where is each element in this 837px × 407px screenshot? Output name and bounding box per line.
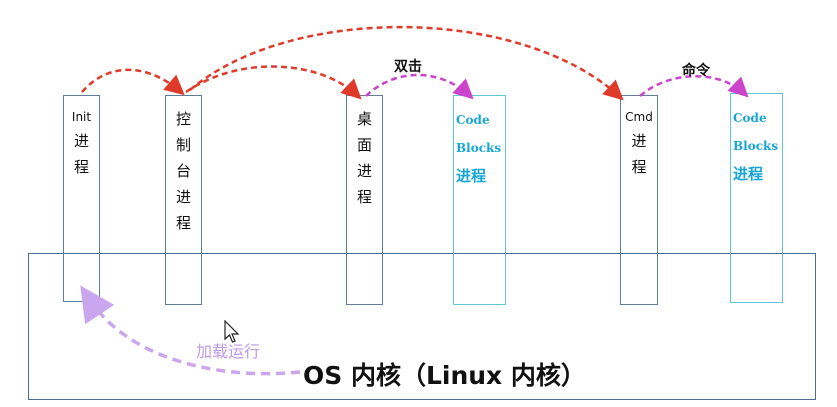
codeblocks2-process: 进程 xyxy=(733,165,764,183)
console-process-box: 控 制 台 进 程 xyxy=(165,95,202,305)
codeblocks-process-box-2: Code Blocks 进程 xyxy=(730,93,783,303)
init-jin: 进 xyxy=(73,132,89,150)
init-cheng: 程 xyxy=(73,158,89,176)
os-kernel-box xyxy=(28,253,816,400)
init-label: Init xyxy=(71,110,92,124)
init-process-box: Init 进 程 xyxy=(63,95,100,302)
codeblocks2-code: Code xyxy=(733,111,767,125)
console-zhi: 制 xyxy=(175,136,191,154)
double-click-label: 双击 xyxy=(394,59,422,75)
console-tai: 台 xyxy=(175,162,191,180)
desktop-zhuo: 桌 xyxy=(356,110,372,128)
codeblocks-process-box-1: Code Blocks 进程 xyxy=(453,95,506,305)
cmd-cheng: 程 xyxy=(631,158,647,176)
cmd-label: Cmd xyxy=(625,110,653,124)
mouse-cursor-icon xyxy=(224,320,240,343)
desktop-cheng: 程 xyxy=(356,188,372,206)
command-label: 命令 xyxy=(682,63,710,79)
desktop-process-box: 桌 面 进 程 xyxy=(346,95,383,305)
codeblocks1-blocks: Blocks xyxy=(456,141,502,155)
arrow-init-to-console xyxy=(81,68,185,96)
load-run-label: 加载运行 xyxy=(196,342,261,361)
cmd-jin: 进 xyxy=(631,132,647,150)
arrow-console-to-desktop xyxy=(185,65,362,100)
kernel-title: OS 内核（Linux 内核） xyxy=(303,361,586,390)
console-jin: 进 xyxy=(175,188,191,206)
arrow-desktop-to-codeblocks xyxy=(365,73,474,100)
console-cheng: 程 xyxy=(175,214,191,232)
desktop-mian: 面 xyxy=(356,136,372,154)
desktop-jin: 进 xyxy=(356,162,372,180)
codeblocks1-process: 进程 xyxy=(456,167,487,185)
cmd-process-box: Cmd 进 程 xyxy=(620,95,658,305)
codeblocks1-code: Code xyxy=(456,113,490,127)
console-kong: 控 xyxy=(175,110,191,128)
codeblocks2-blocks: Blocks xyxy=(733,139,779,153)
